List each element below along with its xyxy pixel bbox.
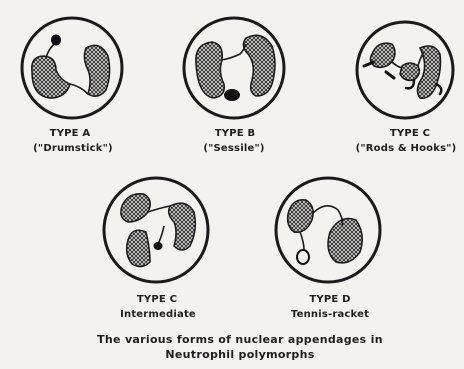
figure-caption-line1: The various forms of nuclear appendages …: [97, 333, 383, 346]
drumstick-head: [51, 35, 61, 46]
nucleus-lobe: [169, 203, 196, 250]
nucleus-lobe: [121, 194, 150, 222]
nucleus-lobe: [127, 230, 150, 266]
chromatin-strand: [148, 206, 170, 212]
cell-c-intermediate-type-label: TYPE C: [137, 294, 177, 305]
cell-d-name-label: Tennis-racket: [291, 309, 369, 320]
nucleus-lobe: [243, 35, 275, 96]
nucleus-lobe: [328, 219, 362, 263]
appendage-stalk: [158, 226, 164, 244]
nucleus-lobe: [196, 42, 224, 98]
cell-c-intermediate-name-label: Intermediate: [120, 309, 196, 320]
cell-c-type-label: TYPE C: [390, 128, 430, 139]
nucleus-lobe: [288, 200, 314, 232]
intermediate-appendage: [154, 242, 163, 250]
tennis-racket-loop: [297, 250, 309, 264]
drumstick-stalk: [46, 44, 54, 58]
cell-type-a: [22, 18, 122, 118]
nucleus-lobe: [84, 45, 109, 96]
sessile-appendage: [224, 89, 240, 101]
nucleus-lobe: [400, 63, 419, 80]
cell-type-c-intermediate: [104, 178, 208, 282]
cell-type-b: [184, 18, 284, 118]
figure-caption-line2: Neutrophil polymorphs: [165, 348, 314, 361]
nucleus-lobe: [370, 43, 395, 67]
cell-d-type-label: TYPE D: [309, 294, 350, 305]
cell-a-name-label: ("Drumstick"): [33, 143, 113, 154]
cell-c-name-label: ("Rods & Hooks"): [356, 143, 457, 154]
nucleus-lobe: [417, 46, 440, 98]
racket-handle: [300, 232, 304, 250]
cell-b-name-label: ("Sessile"): [203, 143, 264, 154]
chromatin-strand: [222, 44, 246, 60]
cell-type-c-rods-hooks: [357, 22, 453, 118]
chromatin-strand: [70, 84, 88, 94]
cell-type-d: [276, 178, 380, 282]
cell-a-type-label: TYPE A: [50, 128, 91, 139]
nucleus-lobe: [32, 56, 70, 98]
cell-b-type-label: TYPE B: [215, 128, 256, 139]
